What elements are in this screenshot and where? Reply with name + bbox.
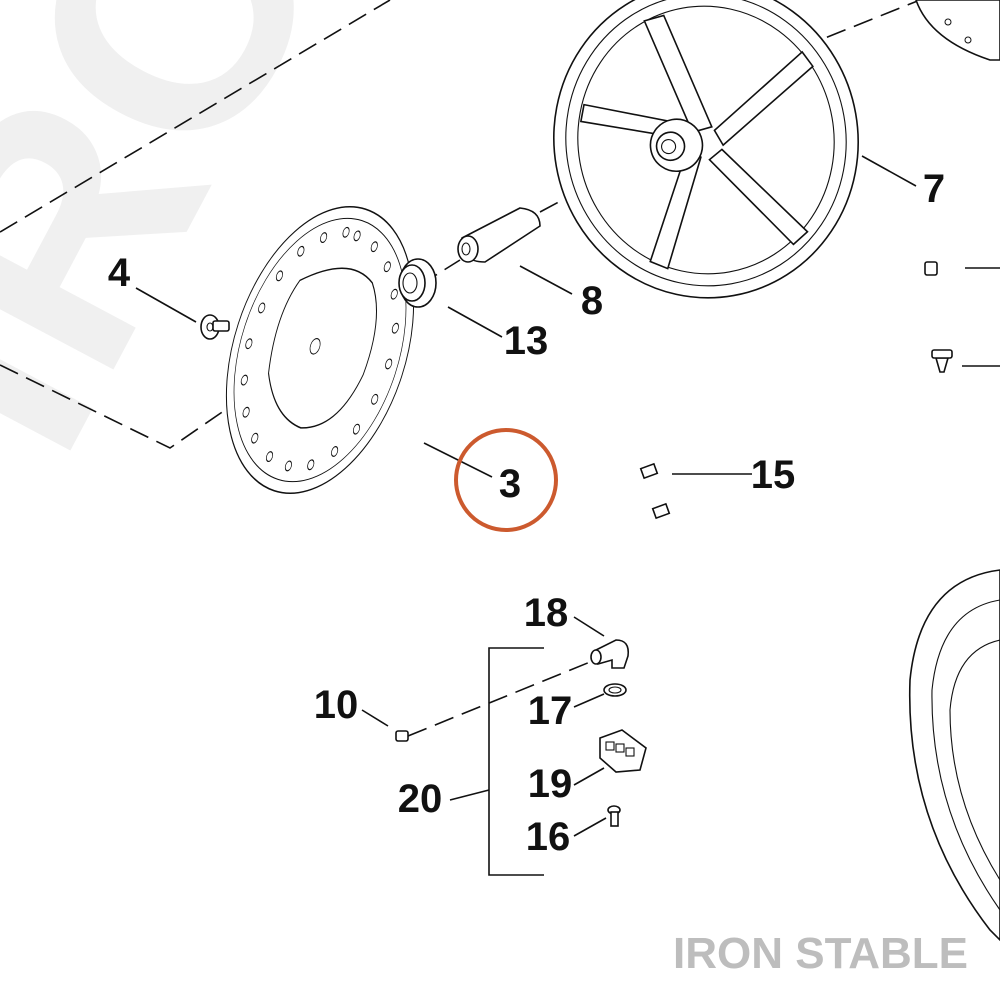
valve-cap (924, 261, 938, 276)
callout-7: 7 (923, 167, 945, 211)
callout-18: 18 (524, 591, 569, 635)
brake-disc-holes (240, 226, 399, 472)
wheel-spokes (579, 14, 814, 270)
brake-disc-inner-ring (233, 217, 407, 483)
callout-4: 4 (108, 251, 131, 295)
tpms-screw (607, 805, 621, 827)
tpms-nut (395, 730, 409, 742)
axle-spacer (457, 207, 541, 263)
valve-stem (931, 349, 953, 373)
callout-3-highlight (454, 428, 558, 532)
callout-3: 3 (499, 462, 521, 506)
callout-17: 17 (528, 689, 573, 733)
disc-bolt (200, 314, 230, 340)
axis-line-sensor (407, 661, 591, 737)
callout-13: 13 (504, 319, 549, 363)
wheel-bearing (398, 258, 437, 308)
axis-line-disc (0, 294, 393, 449)
balance-weights (639, 462, 671, 520)
axis-line-wheel (799, 0, 921, 49)
callout-8: 8 (581, 279, 603, 323)
brake-disc-carrier (268, 267, 377, 429)
tpms-sensor (599, 729, 647, 773)
brake-disc-center-hole (309, 338, 321, 355)
callout-10: 10 (314, 683, 359, 727)
second-disc-edge (915, 0, 1000, 61)
tire (908, 569, 1000, 942)
brake-disc (225, 205, 415, 495)
callout-15: 15 (751, 453, 796, 497)
brand-watermark: IRON STABLE (673, 929, 968, 978)
group-bracket (488, 647, 544, 876)
tpms-grommet (603, 683, 627, 697)
wheel-rim (553, 0, 859, 299)
tpms-valve (590, 639, 630, 669)
callout-16: 16 (526, 815, 571, 859)
callout-20: 20 (398, 777, 443, 821)
callout-19: 19 (528, 762, 573, 806)
axis-line-upper (0, 0, 391, 233)
